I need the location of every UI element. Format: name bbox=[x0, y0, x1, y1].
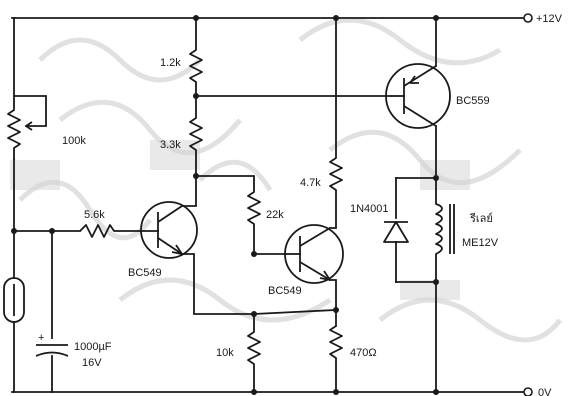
q1-label: BC549 bbox=[128, 267, 162, 279]
svg-text:+: + bbox=[38, 332, 44, 344]
cap-voltage-label: 16V bbox=[82, 357, 102, 369]
vcc-terminal bbox=[523, 13, 533, 23]
background-watermark bbox=[10, 17, 562, 343]
relay-model-label: ME12V bbox=[462, 237, 499, 249]
feedback-resistor-22k bbox=[195, 175, 261, 257]
input-node bbox=[11, 228, 81, 339]
potentiometer-100k bbox=[7, 96, 21, 160]
relay-coil bbox=[435, 178, 443, 282]
resistor-5k6 bbox=[79, 224, 140, 238]
resistor-470 bbox=[329, 325, 343, 392]
r-4k7-label: 4.7k bbox=[300, 177, 321, 189]
left-branch bbox=[3, 17, 47, 393]
q2-label: BC549 bbox=[268, 285, 302, 297]
cap-value-label: 1000µF bbox=[74, 341, 112, 353]
gnd-terminal bbox=[523, 387, 533, 396]
gnd-label: 0V bbox=[538, 387, 552, 396]
resistor-22k bbox=[247, 176, 261, 254]
r-470-label: 470Ω bbox=[350, 347, 377, 359]
r-3k3-label: 3.3k bbox=[160, 139, 181, 151]
pot-label: 100k bbox=[62, 135, 86, 147]
resistor-1k2 bbox=[189, 18, 203, 96]
r-5k6-label: 5.6k bbox=[84, 209, 105, 221]
r-1k2-label: 1.2k bbox=[160, 57, 181, 69]
transistor-q3 bbox=[385, 15, 451, 179]
vcc-label: +12V bbox=[536, 13, 563, 25]
diode-1n4001 bbox=[383, 221, 409, 243]
relay-thai-label: รีเลย์ bbox=[469, 212, 493, 225]
resistor-3k3 bbox=[189, 96, 203, 176]
resistor-4k7 bbox=[329, 18, 343, 196]
q2-emitter-chain bbox=[253, 279, 343, 395]
transistor-q1 bbox=[139, 201, 198, 259]
transistor-q2 bbox=[284, 224, 344, 284]
gnd-rail bbox=[11, 387, 533, 396]
diode-label: 1N4001 bbox=[350, 203, 389, 215]
q1-collector-chain bbox=[181, 15, 393, 207]
diode-relay-block bbox=[383, 175, 455, 395]
r-22k-label: 22k bbox=[266, 209, 284, 221]
q3-label: BC559 bbox=[456, 95, 490, 107]
capacitor-1000uf: + bbox=[35, 332, 69, 393]
vcc-rail bbox=[11, 13, 533, 23]
q2-collector-chain bbox=[329, 15, 343, 229]
r-10k-label: 10k bbox=[216, 347, 234, 359]
resistor-10k bbox=[247, 314, 261, 392]
